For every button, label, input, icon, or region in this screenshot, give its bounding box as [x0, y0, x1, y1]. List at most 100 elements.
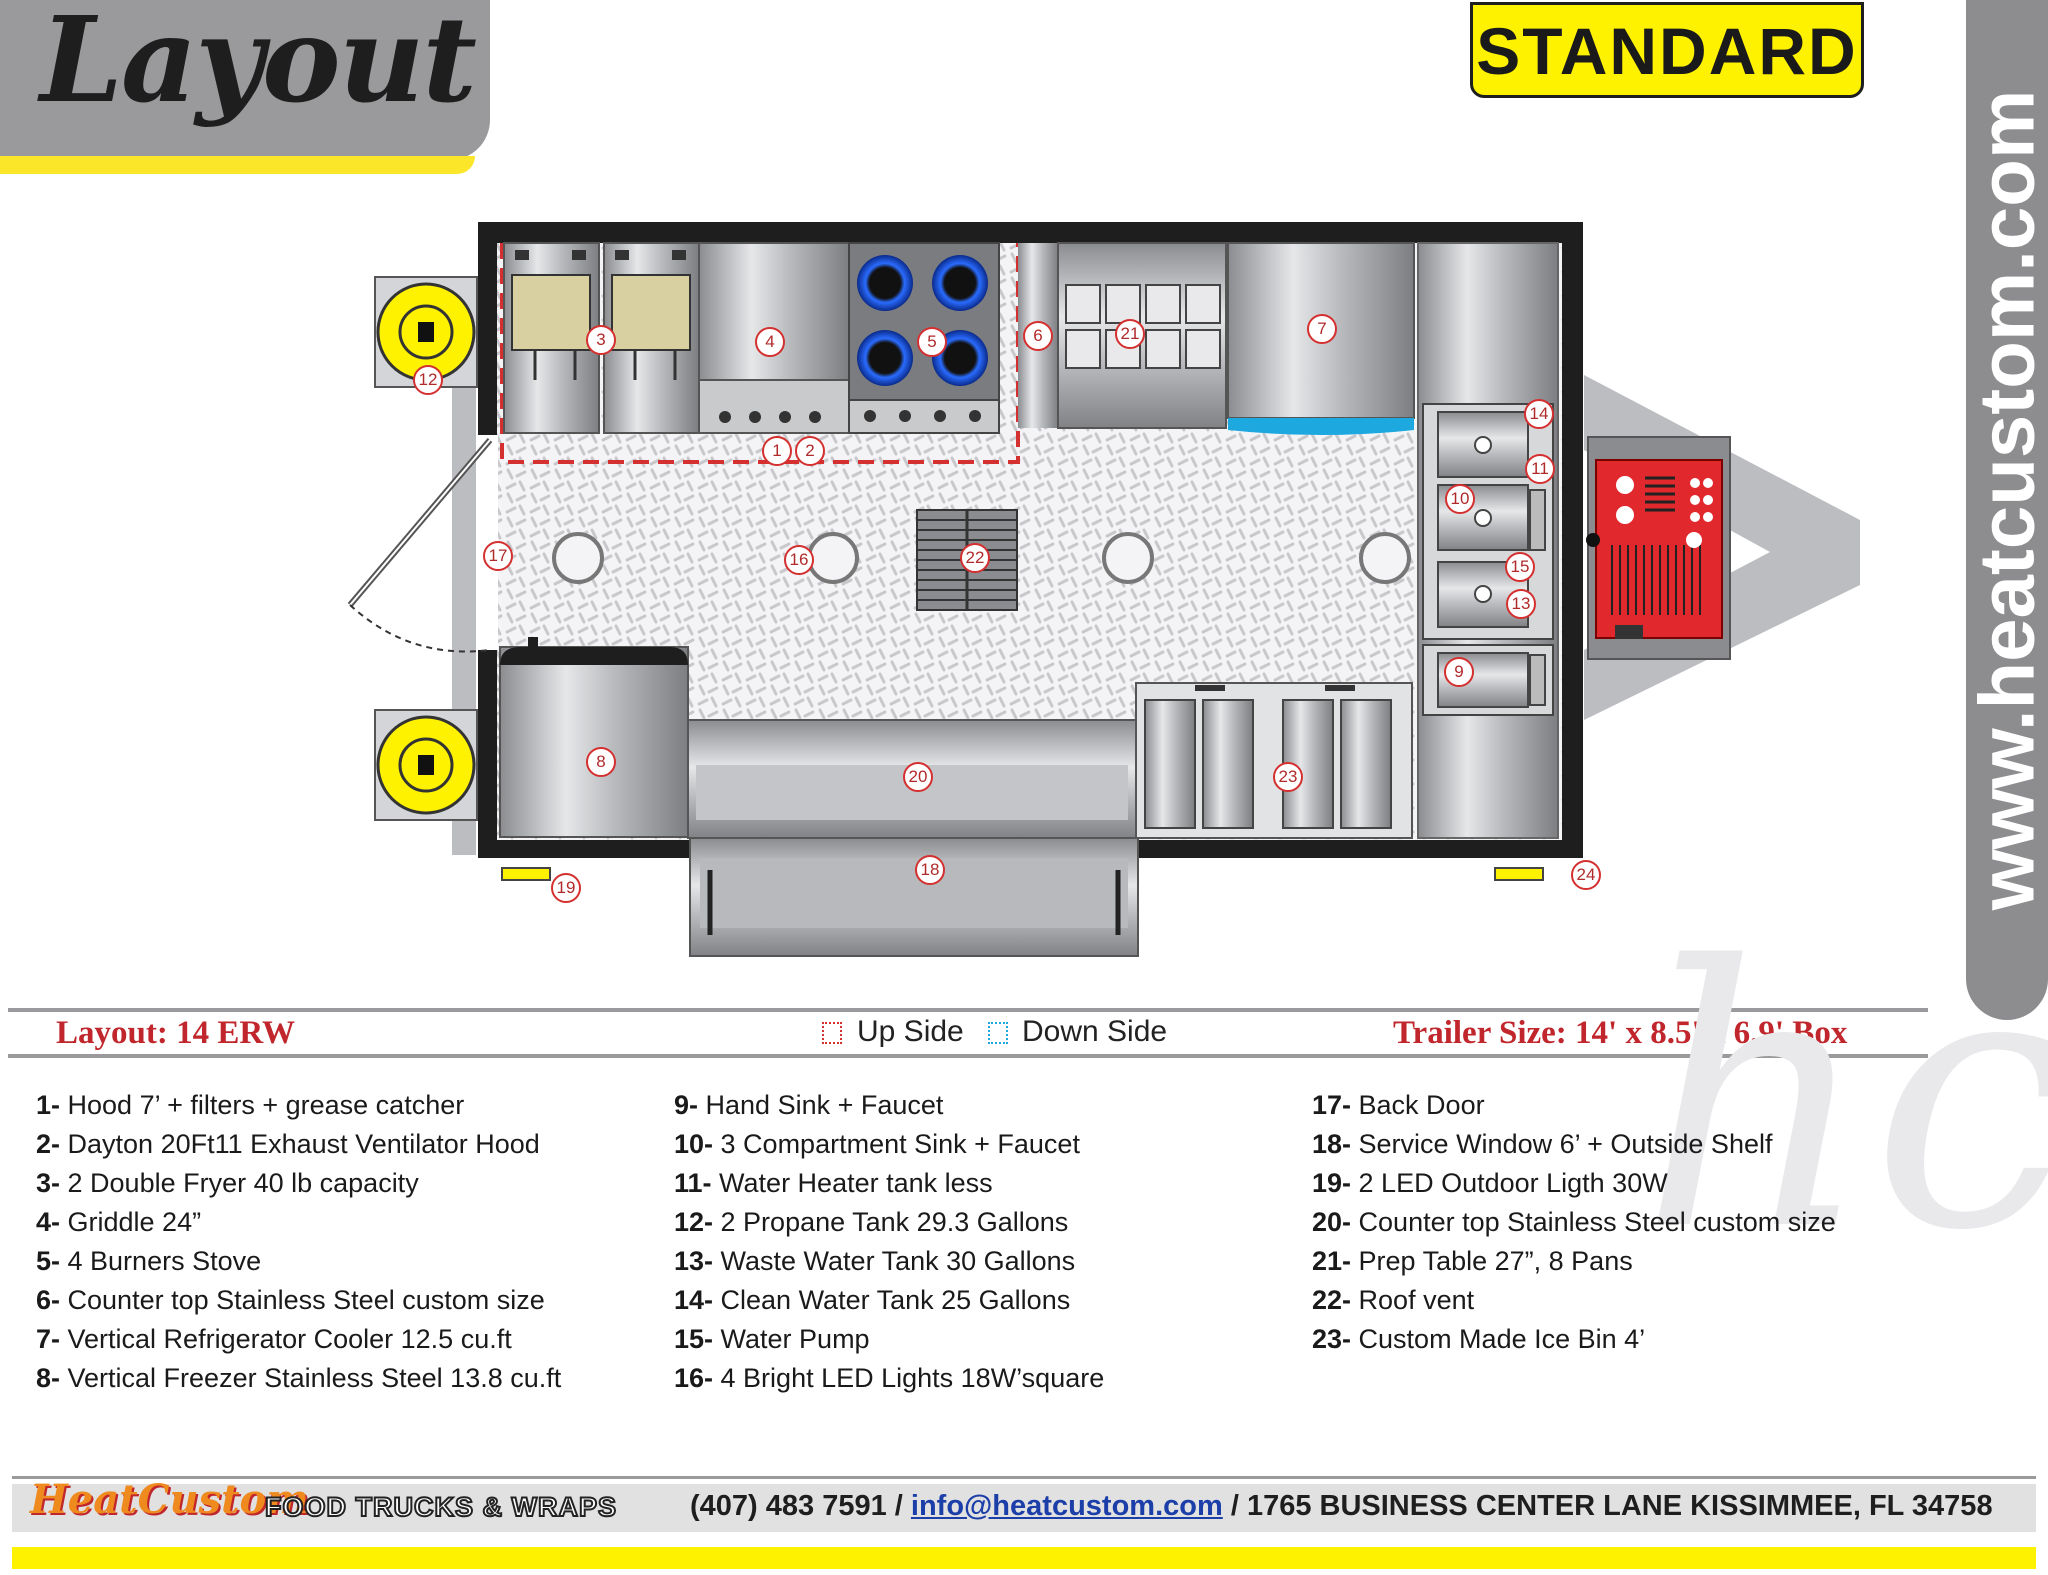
service-window-icon [689, 837, 1139, 957]
generator-icon [1587, 436, 1731, 660]
list-item: 22- Roof vent [1312, 1281, 1836, 1320]
list-item: 16- 4 Bright LED Lights 18W’square [674, 1359, 1104, 1398]
led-light-icon [552, 532, 1411, 584]
item-description: 3 Compartment Sink + Faucet [713, 1129, 1080, 1159]
hand-sink-icon [1422, 644, 1554, 716]
list-item: 8- Vertical Freezer Stainless Steel 13.8… [36, 1359, 561, 1398]
item-number: 6- [36, 1285, 61, 1315]
phone-number[interactable]: (407) 483 7591 [690, 1490, 887, 1522]
item-number: 14- [674, 1285, 714, 1315]
prep-table-icon [1057, 242, 1227, 429]
page-title: Layout [40, 0, 477, 129]
header-tab [0, 0, 490, 160]
callout-marker: 21 [1115, 319, 1145, 349]
list-item: 9- Hand Sink + Faucet [674, 1086, 1104, 1125]
item-number: 21- [1312, 1246, 1352, 1276]
list-item: 11- Water Heater tank less [674, 1164, 1104, 1203]
callout-marker: 11 [1525, 454, 1555, 484]
email-link[interactable]: info@heatcustom.com [910, 1490, 1223, 1522]
item-description: 4 Burners Stove [60, 1246, 262, 1276]
item-description: Dayton 20Ft11 Exhaust Ventilator Hood [60, 1129, 540, 1159]
list-item: 6- Counter top Stainless Steel custom si… [36, 1281, 561, 1320]
item-number: 7- [36, 1324, 61, 1354]
hood-area-outline [500, 243, 1020, 464]
list-item: 2- Dayton 20Ft11 Exhaust Ventilator Hood [36, 1125, 561, 1164]
item-number: 22- [1312, 1285, 1352, 1315]
list-item: 5- 4 Burners Stove [36, 1242, 561, 1281]
callout-marker: 4 [755, 327, 785, 357]
callout-marker: 24 [1571, 860, 1601, 890]
list-item: 19- 2 LED Outdoor Ligth 30W [1312, 1164, 1836, 1203]
callout-marker: 9 [1444, 657, 1474, 687]
trailer-size-label: Trailer Size: 14' x 8.5' x 6.9' Box [1393, 1015, 1848, 1051]
layout-model-label: Layout: 14 ERW [56, 1015, 296, 1051]
freezer-icon [499, 637, 689, 838]
callout-marker: 10 [1445, 484, 1475, 514]
item-number: 13- [674, 1246, 714, 1276]
legend-down-label: Down Side [1022, 1015, 1168, 1048]
item-description: 2 LED Outdoor Ligth 30W [1351, 1168, 1668, 1198]
item-number: 5- [36, 1246, 61, 1276]
list-item: 10- 3 Compartment Sink + Faucet [674, 1125, 1104, 1164]
ice-bin-icon [1135, 682, 1413, 839]
legend-down-swatch [988, 1022, 1008, 1044]
item-description: Hood 7’ + filters + grease catcher [60, 1090, 465, 1120]
callout-marker: 16 [784, 545, 814, 575]
list-item: 7- Vertical Refrigerator Cooler 12.5 cu.… [36, 1320, 561, 1359]
griddle-icon [698, 242, 850, 434]
item-number: 12- [674, 1207, 714, 1237]
item-number: 11- [674, 1168, 712, 1198]
item-number: 20- [1312, 1207, 1352, 1237]
list-item: 3- 2 Double Fryer 40 lb capacity [36, 1164, 561, 1203]
callout-marker: 6 [1023, 321, 1053, 351]
legend-up-swatch [822, 1022, 842, 1044]
list-item: 17- Back Door [1312, 1086, 1836, 1125]
item-number: 18- [1312, 1129, 1352, 1159]
item-number: 10- [674, 1129, 714, 1159]
address: 1765 BUSINESS CENTER LANE KISSIMMEE, FL … [1246, 1490, 1993, 1522]
item-number: 23- [1312, 1324, 1352, 1354]
double-fryer-icon [503, 242, 700, 434]
divider-bottom [8, 1054, 1928, 1058]
list-item: 23- Custom Made Ice Bin 4’ [1312, 1320, 1836, 1359]
header-stripe [0, 156, 475, 174]
footer-bar [12, 1484, 2036, 1532]
item-number: 3- [36, 1168, 61, 1198]
divider-top [8, 1008, 1928, 1012]
callout-marker: 12 [413, 365, 443, 395]
item-number: 2- [36, 1129, 61, 1159]
brand-tagline: FOOD TRUCKS & WRAPS [264, 1491, 617, 1523]
callout-marker: 14 [1524, 399, 1554, 429]
callout-marker: 22 [960, 543, 990, 573]
contact-info: (407) 483 7591 / info@heatcustom.com / 1… [690, 1490, 1993, 1523]
separator: / [1222, 1490, 1247, 1522]
list-item: 14- Clean Water Tank 25 Gallons [674, 1281, 1104, 1320]
item-description: 2 Double Fryer 40 lb capacity [60, 1168, 419, 1198]
outdoor-light-icon [501, 867, 551, 881]
item-description: Back Door [1351, 1090, 1485, 1120]
item-number: 16- [674, 1363, 714, 1393]
callout-marker: 8 [586, 747, 616, 777]
back-door-icon [347, 435, 498, 653]
website-sidebar [1966, 0, 2048, 1020]
legend-up-label: Up Side [857, 1015, 964, 1048]
item-description: Prep Table 27”, 8 Pans [1351, 1246, 1633, 1276]
stove-burners-icon [848, 242, 1000, 434]
watermark-logo: hc [1640, 890, 2048, 1309]
callout-marker: 19 [551, 873, 581, 903]
item-description: Water Pump [713, 1324, 870, 1354]
callout-marker: 2 [795, 436, 825, 466]
item-description: Counter top Stainless Steel custom size [1351, 1207, 1836, 1237]
outdoor-light-icon [1494, 867, 1544, 881]
item-number: 19- [1312, 1168, 1352, 1198]
item-description: 2 Propane Tank 29.3 Gallons [713, 1207, 1069, 1237]
callout-marker: 7 [1307, 314, 1337, 344]
footer-divider [12, 1476, 2036, 1479]
item-number: 9- [674, 1090, 699, 1120]
list-item: 1- Hood 7’ + filters + grease catcher [36, 1086, 561, 1125]
callout-marker: 3 [586, 325, 616, 355]
